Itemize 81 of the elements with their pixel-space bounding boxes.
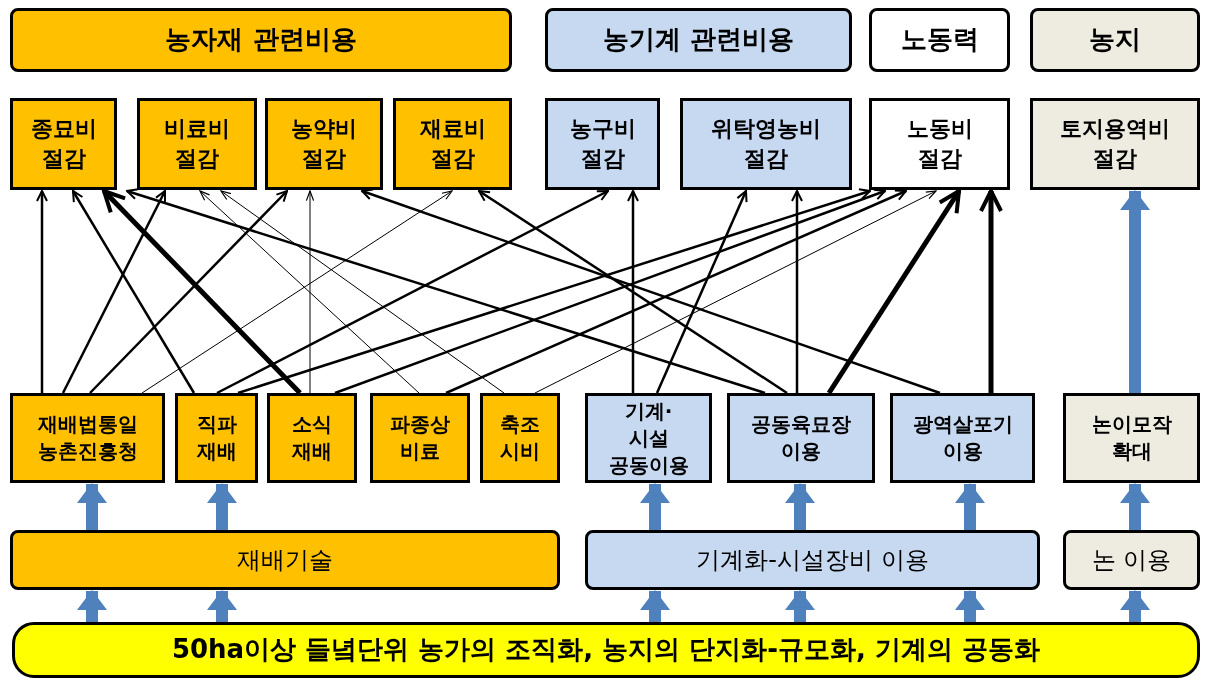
category-header <box>545 8 852 72</box>
cost-box <box>265 98 383 190</box>
box-label: 종묘비 절감 <box>30 115 97 173</box>
box-label: 토지용역비 절감 <box>1060 115 1170 173</box>
box-label: 공동육묘장 이용 <box>751 411 851 465</box>
arrow <box>141 190 453 394</box>
block-arrow <box>785 590 815 622</box>
method-box <box>10 393 165 483</box>
group-bar <box>1063 530 1200 590</box>
arrow <box>655 190 748 394</box>
arrow <box>826 189 962 395</box>
arrow <box>791 190 803 393</box>
box-label: 축조 시비 <box>500 411 540 465</box>
box-label: 농구비 절감 <box>569 115 636 173</box>
arrow <box>979 189 1003 393</box>
arrow <box>534 190 937 394</box>
category-header <box>10 8 512 72</box>
box-label: 직파 재배 <box>196 411 237 465</box>
arrow <box>36 190 48 393</box>
cost-box <box>869 98 1010 190</box>
box-label: 재배법통일 농촌진흥청 <box>37 411 138 465</box>
arrow <box>61 190 167 394</box>
box-label: 농약비 절감 <box>291 115 357 173</box>
box-label: 파종상 비료 <box>390 411 450 465</box>
box-label: 비료비 절감 <box>164 115 230 173</box>
box-label: 재배기술 <box>237 544 333 576</box>
block-arrow <box>207 483 237 530</box>
block-arrow <box>1120 190 1150 393</box>
box-label: 재료비 절감 <box>419 115 486 173</box>
block-arrow <box>207 590 237 622</box>
block-arrow <box>640 590 670 622</box>
block-arrow <box>1120 483 1150 530</box>
method-box <box>727 393 875 483</box>
box-label: 50ha이상 들녘단위 농가의 조직화, 농지의 단지화-규모화, 기계의 공동화 <box>171 633 1041 667</box>
block-arrow <box>640 483 670 530</box>
arrow <box>478 189 788 395</box>
block-arrow <box>955 590 985 622</box>
block-arrow <box>955 483 985 530</box>
method-box <box>175 393 258 483</box>
box-label: 논 이용 <box>1091 544 1172 576</box>
box-label: 위탁영농비 절감 <box>711 115 821 173</box>
method-box <box>267 393 357 483</box>
base-bar <box>12 622 1200 678</box>
arrow <box>199 190 420 394</box>
arrow <box>126 188 766 395</box>
arrow <box>237 188 871 395</box>
group-bar <box>585 530 1040 590</box>
block-arrow <box>1120 590 1150 622</box>
cost-box <box>545 98 660 190</box>
method-box <box>370 393 470 483</box>
box-label: 광역살포기 이용 <box>912 411 1013 465</box>
cost-box <box>393 98 512 190</box>
cost-box <box>680 98 852 190</box>
block-arrow <box>77 483 107 530</box>
block-arrow <box>785 483 815 530</box>
cost-box <box>10 98 117 190</box>
arrow <box>216 189 609 395</box>
group-bar <box>10 530 560 590</box>
arrow <box>71 190 196 394</box>
box-label: 기계·시설 공동이용 <box>608 397 689 479</box>
box-label: 논이모작 확대 <box>1091 411 1172 465</box>
box-label: 농지 <box>1089 23 1141 57</box>
method-box <box>890 393 1035 483</box>
cost-box <box>1030 98 1200 190</box>
box-label: 농자재 관련비용 <box>165 23 357 57</box>
block-arrow <box>77 590 107 622</box>
arrow <box>220 190 505 394</box>
box-label: 소식 재배 <box>292 411 332 465</box>
category-header <box>1030 8 1200 72</box>
method-box <box>480 393 560 483</box>
arrow <box>445 189 907 395</box>
box-label: 기계화-시설장비 이용 <box>696 544 929 576</box>
method-box <box>585 393 712 483</box>
arrow <box>305 190 315 394</box>
arrow <box>627 190 639 393</box>
cost-box <box>137 98 257 190</box>
category-header <box>869 8 1010 72</box>
box-label: 노동력 <box>900 23 979 57</box>
box-label: 농기계 관련비용 <box>602 23 795 57</box>
box-label: 노동비 절감 <box>906 115 973 173</box>
method-box <box>1063 393 1200 483</box>
